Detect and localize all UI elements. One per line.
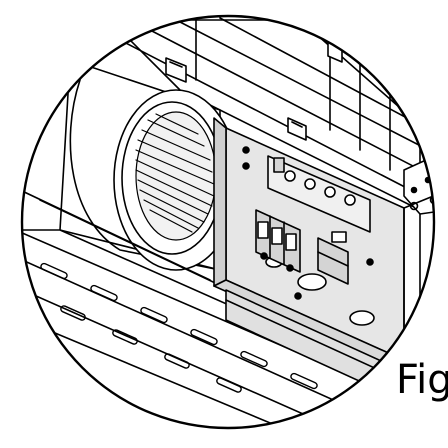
circuit-board	[267, 155, 371, 233]
blower-wheel	[135, 111, 217, 241]
rail-slots	[40, 262, 318, 393]
control-module	[317, 231, 349, 285]
corner-bracket	[403, 149, 434, 215]
magnifier-outline	[20, 14, 436, 430]
figure-caption: Fig	[396, 357, 448, 403]
housing-edge-right	[403, 189, 434, 371]
relay-block	[255, 209, 301, 273]
mounting-clip-left	[165, 57, 187, 83]
magnified-view	[22, 16, 434, 428]
mounting-clip-center	[287, 117, 307, 141]
